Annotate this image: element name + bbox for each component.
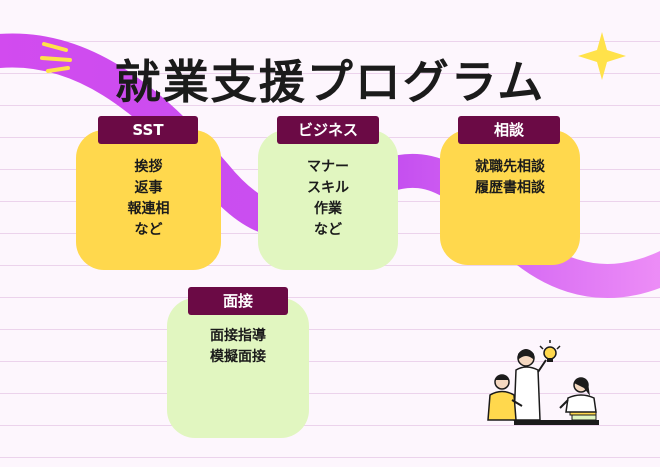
card-items-sst: 挨拶 返事 報連相 など [76,157,221,241]
card-items-interview: 面接指導 模擬面接 [167,326,309,368]
page-title: 就業支援プログラム [114,55,546,109]
sparkle-lines-icon [40,42,72,73]
card-label-interview: 面接 [188,287,288,315]
card-items-consultation: 就職先相談 履歴書相談 [440,157,580,199]
sparkle-icon [578,32,626,80]
lightbulb-icon [539,340,561,362]
list-item: 挨拶 [134,159,163,175]
list-item: など [134,222,163,238]
list-item: 模擬面接 [210,349,266,365]
list-item: 面接指導 [210,328,266,344]
list-item: 履歴書相談 [475,180,545,196]
list-item: マナー [307,159,349,175]
card-consultation [440,130,580,265]
list-item: など [314,222,342,238]
list-item: 就職先相談 [475,159,545,175]
list-item: 返事 [134,180,163,196]
card-label-consultation: 相談 [458,116,560,144]
list-item: 作業 [314,201,342,217]
card-business [258,130,398,270]
card-interview [167,298,309,438]
list-item: 報連相 [127,201,170,217]
card-label-sst: SST [98,116,198,144]
card-items-business: マナー スキル 作業 など [258,157,398,241]
card-sst [76,130,221,270]
card-label-business: ビジネス [277,116,379,144]
people-illustration [487,340,599,425]
list-item: スキル [307,180,349,196]
